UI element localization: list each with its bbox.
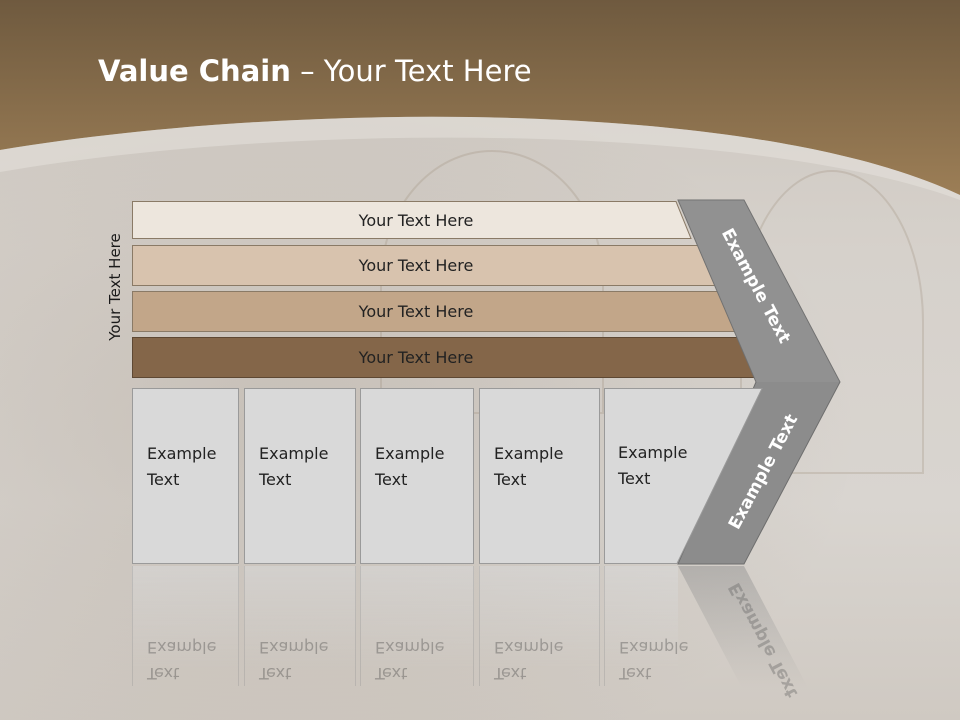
- cell-line-1: Example: [494, 444, 564, 463]
- cell-line-2: Text: [375, 470, 408, 489]
- cell-line-2: Text: [618, 469, 651, 488]
- header-band: [0, 0, 960, 200]
- value-row-3: Your Text Here: [132, 291, 740, 332]
- value-row-label: Your Text Here: [358, 210, 474, 230]
- value-row-label: Your Text Here: [358, 256, 474, 275]
- title-bold: Value Chain: [98, 54, 291, 88]
- chevron-reflection: [678, 566, 808, 688]
- value-row-label: Your Text Here: [358, 302, 474, 321]
- slide-title: Value Chain – Your Text Here: [98, 54, 532, 88]
- cell-line-2: Text: [494, 470, 527, 489]
- cell-line-1: Example: [259, 444, 329, 463]
- title-rest: – Your Text Here: [290, 54, 532, 88]
- value-row-4: Your Text Here: [132, 337, 764, 378]
- cell-line-1: Example: [618, 443, 688, 462]
- value-row-2: Your Text Here: [132, 245, 717, 286]
- cell-line-2: Text: [259, 470, 292, 489]
- value-row-1: Your Text Here: [132, 201, 692, 239]
- value-row-label: Your Text Here: [358, 348, 474, 367]
- cell-line-2: Text: [147, 470, 180, 489]
- value-row-shape: [132, 201, 692, 239]
- vertical-label: Your Text Here: [106, 233, 124, 341]
- cell-line-1: Example: [375, 444, 445, 463]
- cell-line-1: Example: [147, 444, 217, 463]
